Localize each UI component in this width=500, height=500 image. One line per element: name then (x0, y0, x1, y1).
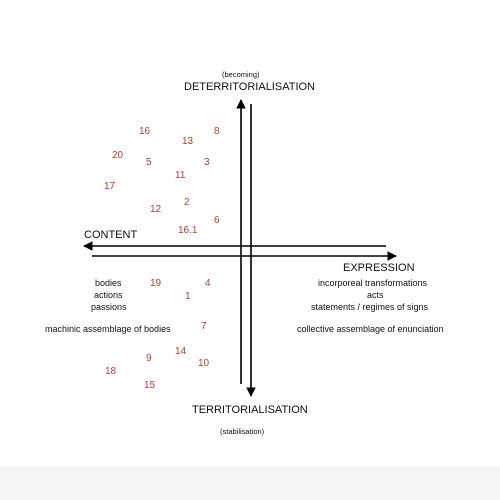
content-term-passions: passions (91, 302, 127, 312)
expression-term-incorporeal: incorporeal transformations (318, 278, 428, 288)
number-16: 16 (139, 126, 151, 137)
number-8: 8 (214, 126, 220, 137)
territorialisation-label: TERRITORIALISATION (192, 404, 308, 416)
number-18: 18 (105, 366, 117, 377)
number-14: 14 (175, 346, 187, 357)
collective-assemblage-label: collective assemblage of enunciation (297, 324, 444, 334)
stabilisation-label: (stabilisation) (220, 427, 265, 436)
number-2: 2 (184, 197, 190, 208)
expression-term-statements: statements / regimes of signs (311, 302, 429, 312)
content-term-actions: actions (94, 290, 123, 300)
content-label: CONTENT (84, 229, 138, 241)
number-4: 4 (205, 278, 211, 289)
number-11: 11 (175, 170, 186, 181)
expression-label: EXPRESSION (343, 262, 415, 274)
content-term-bodies: bodies (95, 278, 122, 288)
number-1: 1 (185, 291, 191, 302)
number-7: 7 (201, 321, 207, 332)
number-19: 19 (150, 278, 162, 289)
number-10: 10 (198, 358, 210, 369)
machinic-assemblage-label: machinic assemblage of bodies (45, 324, 171, 334)
number-15: 15 (144, 380, 156, 391)
number-9: 9 (146, 353, 152, 364)
becoming-label: (becoming) (222, 70, 260, 79)
number-13: 13 (182, 136, 194, 147)
number-17: 17 (104, 181, 116, 192)
number-6: 6 (214, 215, 220, 226)
number-3: 3 (204, 157, 210, 168)
number-16-1: 16.1 (178, 225, 198, 236)
footer-strip (0, 466, 500, 500)
number-5: 5 (146, 157, 152, 168)
deterritorialisation-label: DETERRITORIALISATION (184, 81, 316, 93)
number-20: 20 (112, 150, 124, 161)
number-12: 12 (150, 204, 162, 215)
expression-term-acts: acts (367, 290, 384, 300)
